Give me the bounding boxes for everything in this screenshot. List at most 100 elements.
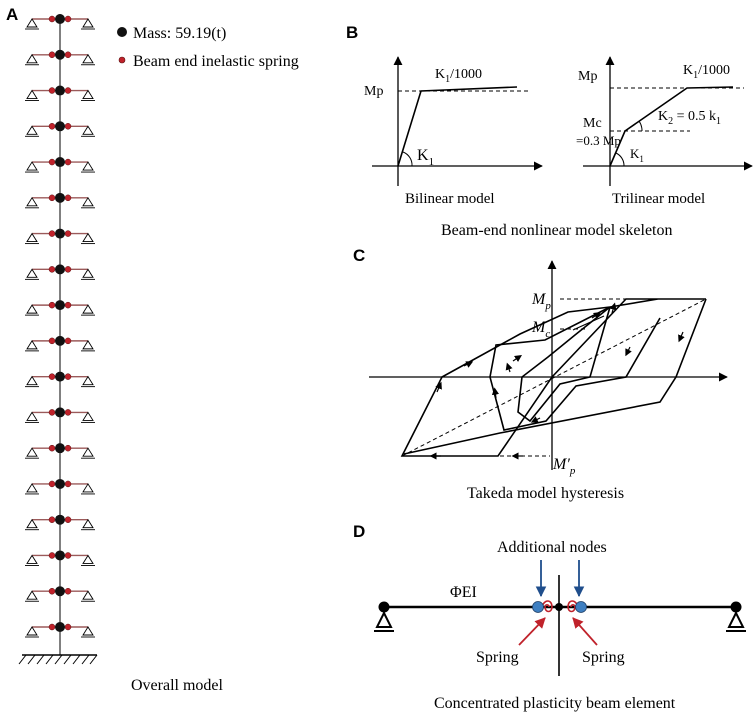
trilinear-post-slope-label: K1/1000: [683, 63, 730, 81]
beam-end-spring: [64, 87, 72, 94]
beam-end-spring: [48, 552, 56, 559]
pin-support-icon: [26, 590, 38, 600]
pin-support-icon: [82, 411, 94, 421]
spring-coil-right: [567, 600, 579, 613]
pin-support-icon: [82, 89, 94, 99]
pin-support-icon: [26, 483, 38, 493]
legend-spring-marker: [118, 56, 126, 64]
story-mass: [55, 371, 65, 382]
pin-support-icon: [26, 554, 38, 564]
bilinear-model-plot: [372, 56, 543, 186]
takeda-hysteresis-plot: [369, 260, 728, 470]
pin-support-icon: [82, 232, 94, 243]
pin-support-icon: [82, 483, 94, 493]
pin-support-icon: [26, 626, 38, 636]
beam-end-spring: [48, 409, 56, 416]
beam-end-spring: [64, 373, 72, 380]
trilinear-k1-label: K1: [630, 146, 644, 164]
panel-d-caption: Concentrated plasticity beam element: [434, 695, 676, 712]
trilinear-mc-value-label: =0.3 Mp: [576, 133, 621, 148]
beam-end-spring: [48, 266, 56, 273]
trilinear-model-plot: [583, 56, 753, 186]
legend-mass-label: Mass: 59.19(t): [133, 25, 226, 42]
pin-support-icon: [26, 196, 38, 207]
takeda-mpn-label: M′p: [552, 456, 576, 477]
pin-support-icon: [82, 447, 94, 457]
story-mass: [55, 157, 65, 168]
beam-end-spring: [48, 623, 56, 631]
pin-support-icon: [26, 375, 38, 386]
additional-nodes-label: Additional nodes: [497, 539, 607, 556]
pin-support-icon: [82, 304, 94, 314]
beam-end-spring: [64, 158, 72, 166]
additional-node-right: [575, 601, 587, 613]
story-mass: [55, 192, 65, 203]
pin-support-icon: [26, 304, 38, 314]
beam-end-spring: [64, 123, 72, 130]
building-frame-model: [25, 14, 95, 655]
story-mass: [55, 443, 65, 454]
pin-support-icon: [82, 518, 94, 529]
story-mass: [55, 514, 65, 525]
additional-node-left: [532, 601, 544, 613]
bilinear-mp-label: Mp: [364, 84, 383, 99]
story-mass: [55, 14, 65, 24]
beam-end-spring: [48, 301, 56, 309]
legend-mass-marker: [117, 27, 127, 37]
story-mass: [55, 121, 65, 132]
bilinear-k1-angle-arc: [402, 151, 413, 167]
takeda-arrowhead: [463, 361, 474, 368]
pin-support-icon: [26, 89, 38, 99]
beam-end-spring: [64, 266, 72, 273]
beam-end-spring: [48, 373, 56, 380]
bilinear-skeleton-curve: [397, 86, 518, 167]
panel-a-letter: A: [6, 5, 18, 24]
beam-end-spring: [64, 623, 72, 631]
pin-support-icon: [82, 18, 94, 28]
beam-end-spring: [64, 480, 72, 488]
beam-end-spring: [48, 444, 56, 452]
takeda-arrowhead: [505, 362, 513, 373]
story-mass: [55, 622, 65, 632]
beam-end-spring: [48, 158, 56, 166]
beam-end-spring: [64, 409, 72, 416]
story-mass: [55, 49, 65, 60]
beam-end-spring: [64, 194, 72, 202]
takeda-arrowhead: [591, 312, 601, 319]
spring-label-right: Spring: [582, 649, 625, 666]
concentrated-plasticity-beam: [374, 575, 746, 676]
pin-support-icon: [26, 518, 38, 529]
takeda-arrowhead: [678, 331, 685, 343]
pin-support-icon: [26, 53, 38, 64]
beam-end-spring: [48, 480, 56, 488]
story-mass: [55, 407, 65, 418]
takeda-arrowhead: [530, 416, 541, 423]
pin-node-right: [730, 601, 742, 613]
story-mass: [55, 586, 65, 597]
beam-end-spring: [48, 194, 56, 202]
panel-c-caption: Takeda model hysteresis: [467, 485, 624, 502]
beam-end-spring: [64, 337, 72, 345]
panel-a-caption: Overall model: [131, 677, 224, 694]
pin-support-icon: [26, 18, 38, 28]
takeda-arrowhead: [491, 387, 500, 399]
takeda-arrowhead: [435, 381, 442, 393]
pin-support-icon: [82, 554, 94, 564]
takeda-arrowhead: [609, 302, 617, 314]
spring-arrow-right: [572, 617, 598, 646]
pin-support-icon: [82, 196, 94, 207]
beam-end-spring: [48, 337, 56, 345]
beam-end-spring: [48, 123, 56, 130]
beam-end-spring: [48, 587, 56, 595]
story-mass: [55, 228, 65, 239]
takeda-skeleton-dashed: [401, 298, 707, 457]
pin-support-icon: [82, 626, 94, 636]
bilinear-post-slope-label: K1/1000: [435, 67, 482, 85]
center-node: [555, 603, 563, 611]
story-mass: [55, 85, 65, 96]
beam-end-spring: [64, 15, 72, 23]
beam-end-spring: [64, 301, 72, 309]
story-mass: [55, 550, 65, 561]
takeda-mc-label: Mc: [531, 319, 550, 340]
